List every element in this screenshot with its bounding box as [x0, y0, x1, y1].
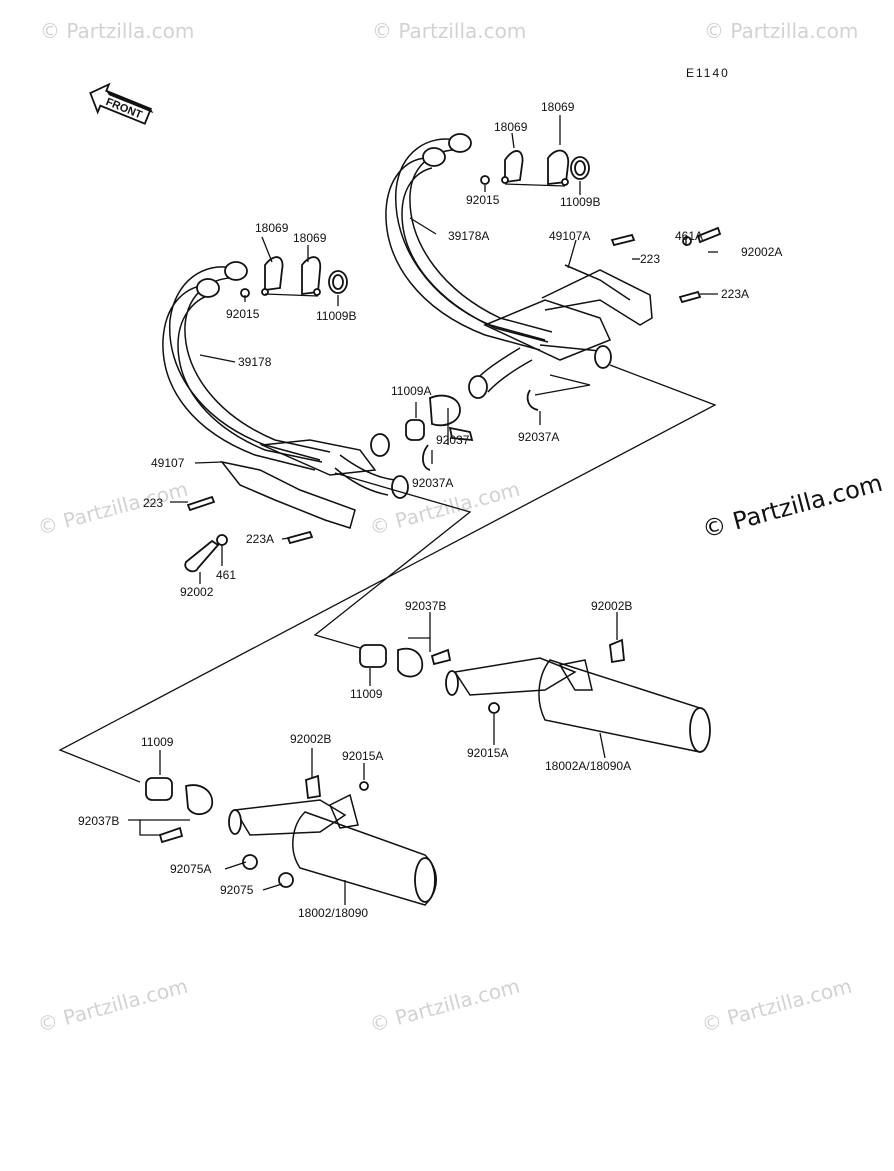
part-label: 39178: [238, 355, 272, 369]
part-label: 49107A: [549, 229, 590, 243]
part-label: 92002A: [741, 245, 782, 259]
part-label: 92015A: [467, 746, 508, 760]
part-labels: 18069 18069 92015 11009B 39178A 49107A 2…: [78, 100, 782, 920]
part-label: 18069: [255, 221, 289, 235]
part-label: 39178A: [448, 229, 489, 243]
watermark-text: © Partzilla.com: [699, 974, 854, 1037]
front-arrow-icon: FRONT: [89, 82, 154, 125]
part-label: 11009A: [391, 384, 431, 398]
part-label: 223A: [246, 532, 274, 546]
part-label: 18002A/18090A: [545, 759, 631, 773]
part-label: 223: [640, 252, 660, 266]
watermark-text: © Partzilla.com: [40, 19, 194, 43]
joint-parts: [405, 389, 539, 471]
watermark-text: © Partzilla.com: [372, 19, 526, 43]
part-label: 18002/18090: [298, 906, 368, 920]
watermark-text: © Partzilla.com: [35, 477, 190, 540]
part-label: 461A: [675, 229, 703, 243]
part-label: 92037A: [412, 476, 453, 490]
header-pipe-39178: [162, 261, 409, 529]
part-label: 223: [143, 496, 163, 510]
watermark-text: © Partzilla.com: [367, 974, 522, 1037]
part-label: 92037B: [78, 814, 119, 828]
part-label: 92002B: [591, 599, 632, 613]
part-label: 11009: [350, 687, 383, 701]
guide-lines: [58, 115, 718, 905]
part-label: 11009B: [560, 195, 600, 209]
copyright-text: © Partzilla.com: [699, 469, 885, 544]
part-label: 49107: [151, 456, 185, 470]
muffler-18002: [145, 774, 437, 906]
part-label: 92037A: [518, 430, 559, 444]
clamp-18069-upper: [480, 149, 590, 186]
part-label: 92002: [180, 585, 214, 599]
part-label: 92015A: [342, 749, 383, 763]
part-label: 92037B: [405, 599, 446, 613]
part-label: 92015: [466, 193, 500, 207]
part-label: 18069: [293, 231, 327, 245]
part-label: 18069: [541, 100, 575, 114]
part-label: 92015: [226, 307, 260, 321]
part-label: 11009B: [316, 309, 356, 323]
part-label: 92075: [220, 883, 254, 897]
diagram-code: E1140: [686, 66, 730, 80]
part-label: 92002B: [290, 732, 331, 746]
clamp-18069-lower: [240, 256, 348, 298]
part-label: 92037: [436, 433, 470, 447]
header-pipe-39178a: [385, 133, 653, 399]
part-label: 461: [216, 568, 236, 582]
part-label: 223A: [721, 287, 749, 301]
watermark-text: © Partzilla.com: [35, 974, 190, 1037]
part-label: 11009: [141, 735, 174, 749]
bolts: [184, 226, 722, 573]
muffler-18002a: [359, 638, 711, 753]
part-label: 18069: [494, 120, 528, 134]
watermark-text: © Partzilla.com: [704, 19, 858, 43]
part-label: 92075A: [170, 862, 211, 876]
